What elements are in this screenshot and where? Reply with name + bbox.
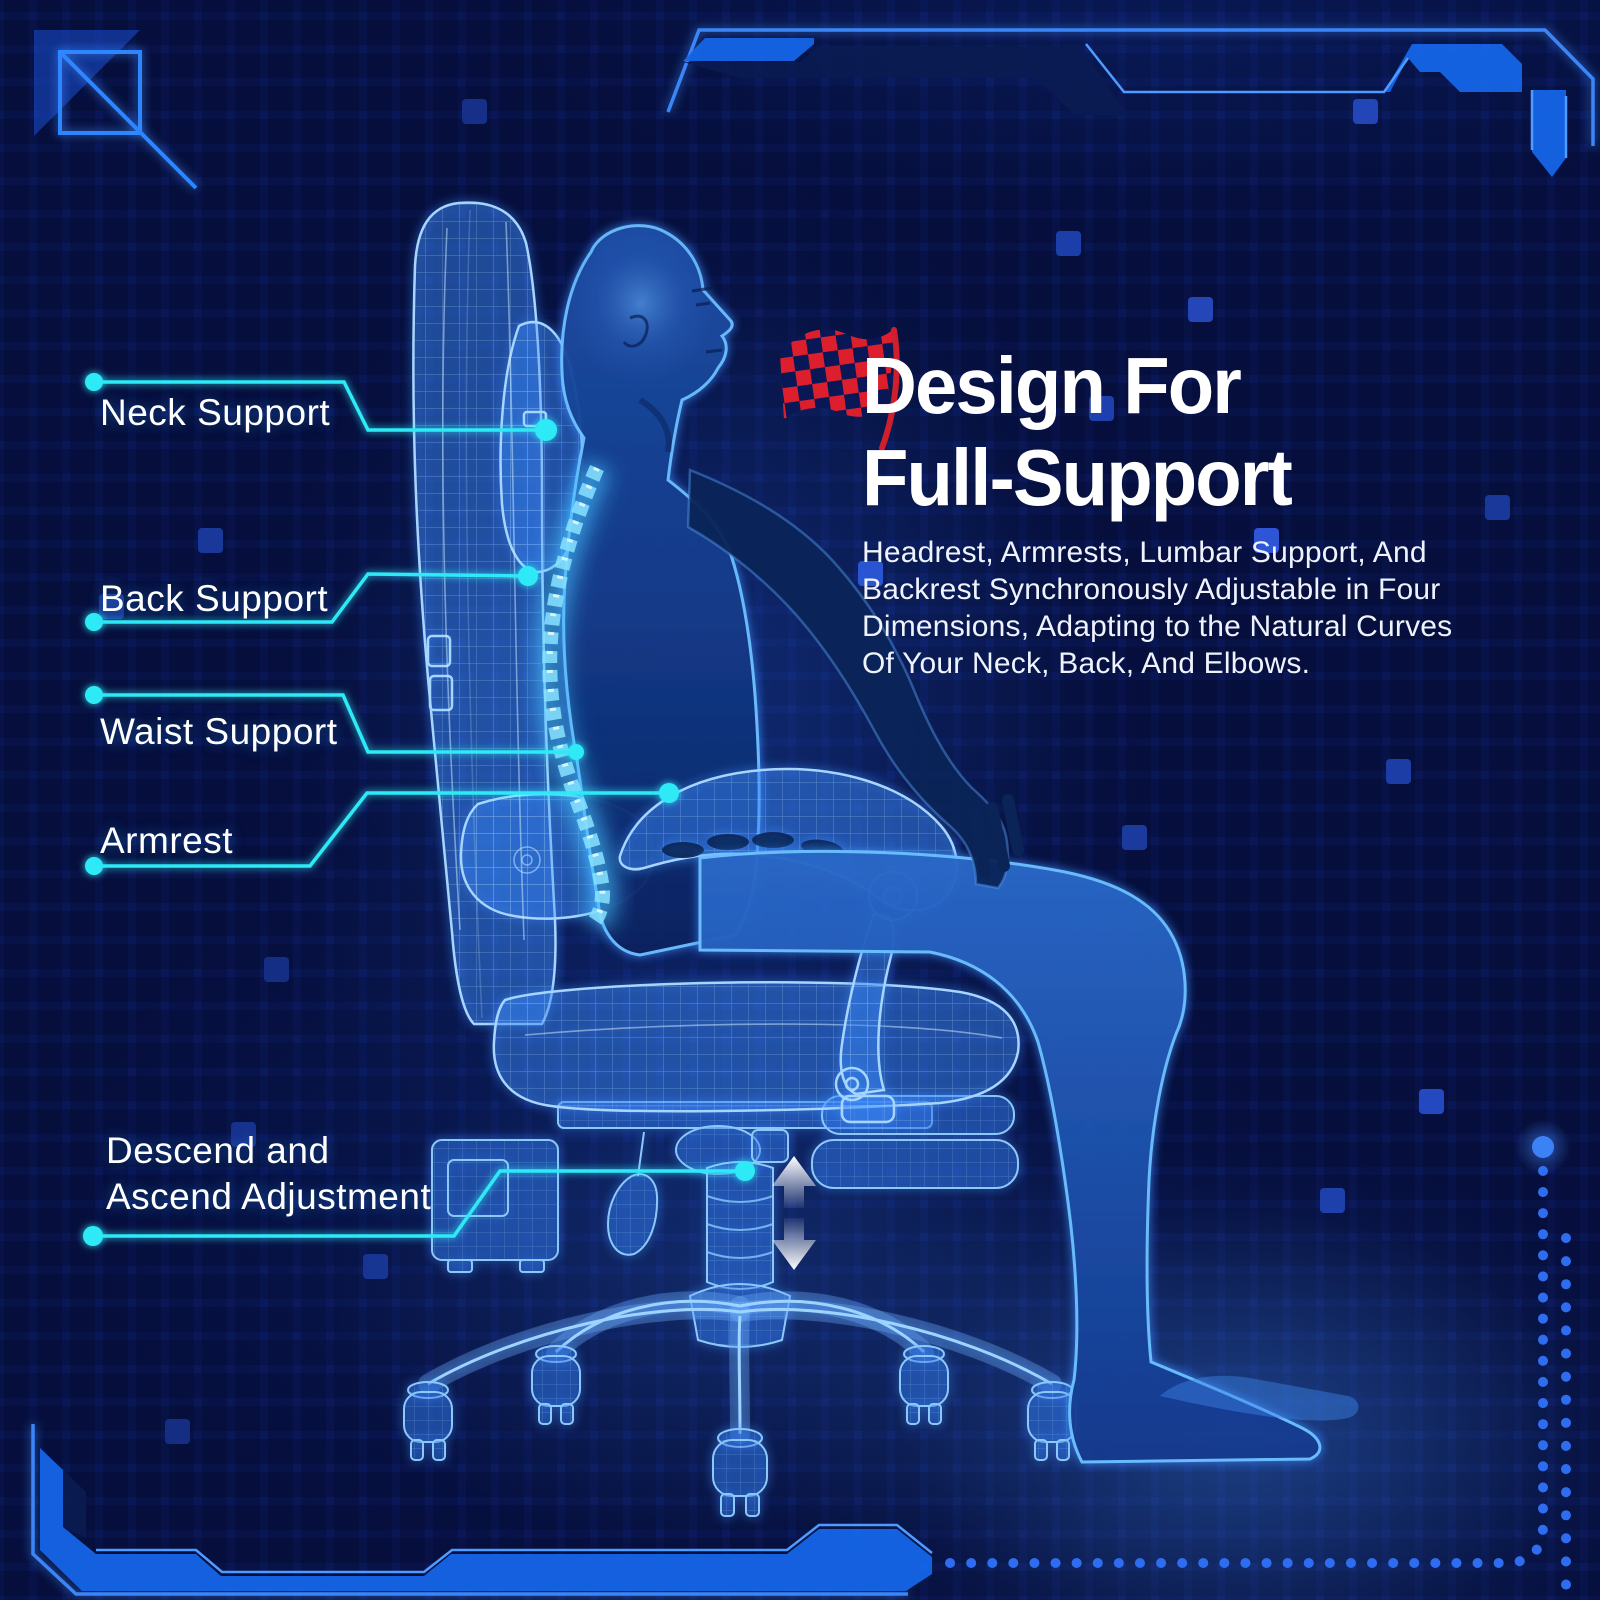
headline: Design For Full-Support xyxy=(862,340,1293,524)
callout-waist-line xyxy=(94,693,576,754)
label-back-support: Back Support xyxy=(100,578,329,619)
corner-decor-top-left xyxy=(34,30,198,190)
callout-back-line xyxy=(94,572,529,624)
label-height-adjustment: Descend and Ascend Adjustment xyxy=(106,1128,431,1220)
descend-arrow-icon xyxy=(772,1218,816,1270)
callout-dots xyxy=(83,373,755,1246)
tension-knob xyxy=(606,1173,659,1256)
callout-lines xyxy=(93,380,745,1238)
headline-line1: Design For xyxy=(862,341,1242,430)
chair-backrest-seams xyxy=(442,209,541,1019)
description-line: Of Your Neck, Back, And Elbows. xyxy=(862,647,1311,680)
label-armrest: Armrest xyxy=(100,820,233,861)
callout-armrest-line xyxy=(94,791,669,868)
label-height-line1: Descend and xyxy=(106,1130,330,1171)
spine-highlight xyxy=(531,460,621,933)
chair-base-assembly xyxy=(431,1101,933,1348)
human-leg xyxy=(698,849,1359,1464)
headline-line2: Full-Support xyxy=(862,433,1293,522)
chair-seat xyxy=(492,981,1020,1113)
base-hub xyxy=(688,1283,792,1348)
description-line: Dimensions, Adapting to the Natural Curv… xyxy=(862,610,1453,643)
mechanism-box xyxy=(431,1139,559,1261)
description: Headrest, Armrests, Lumbar Support, And … xyxy=(862,534,1452,682)
human-arm xyxy=(686,468,1024,890)
corner-decor-bottom-left xyxy=(31,1424,933,1596)
casters xyxy=(403,1345,1077,1517)
ascend-arrow-icon xyxy=(772,1156,816,1208)
gas-lift-cylinder xyxy=(706,1161,774,1290)
hand-fingers xyxy=(969,794,1024,878)
corner-decor-bottom-right xyxy=(945,1119,1571,1600)
description-line: Backrest Synchronously Adjustable in Fou… xyxy=(862,573,1441,606)
label-waist-support: Waist Support xyxy=(100,711,338,752)
second-foot xyxy=(1160,1375,1359,1421)
description-line: Headrest, Armrests, Lumbar Support, And xyxy=(862,536,1427,569)
corner-decor-top-right xyxy=(666,28,1595,177)
base-legs xyxy=(418,1291,1062,1444)
face-detail xyxy=(622,286,723,453)
callout-neck-line xyxy=(94,380,546,432)
checkered-flag-icon xyxy=(780,327,900,451)
callout-height-line xyxy=(93,1169,745,1238)
label-height-line2: Ascend Adjustment xyxy=(106,1176,432,1217)
label-neck-support: Neck Support xyxy=(100,392,331,433)
